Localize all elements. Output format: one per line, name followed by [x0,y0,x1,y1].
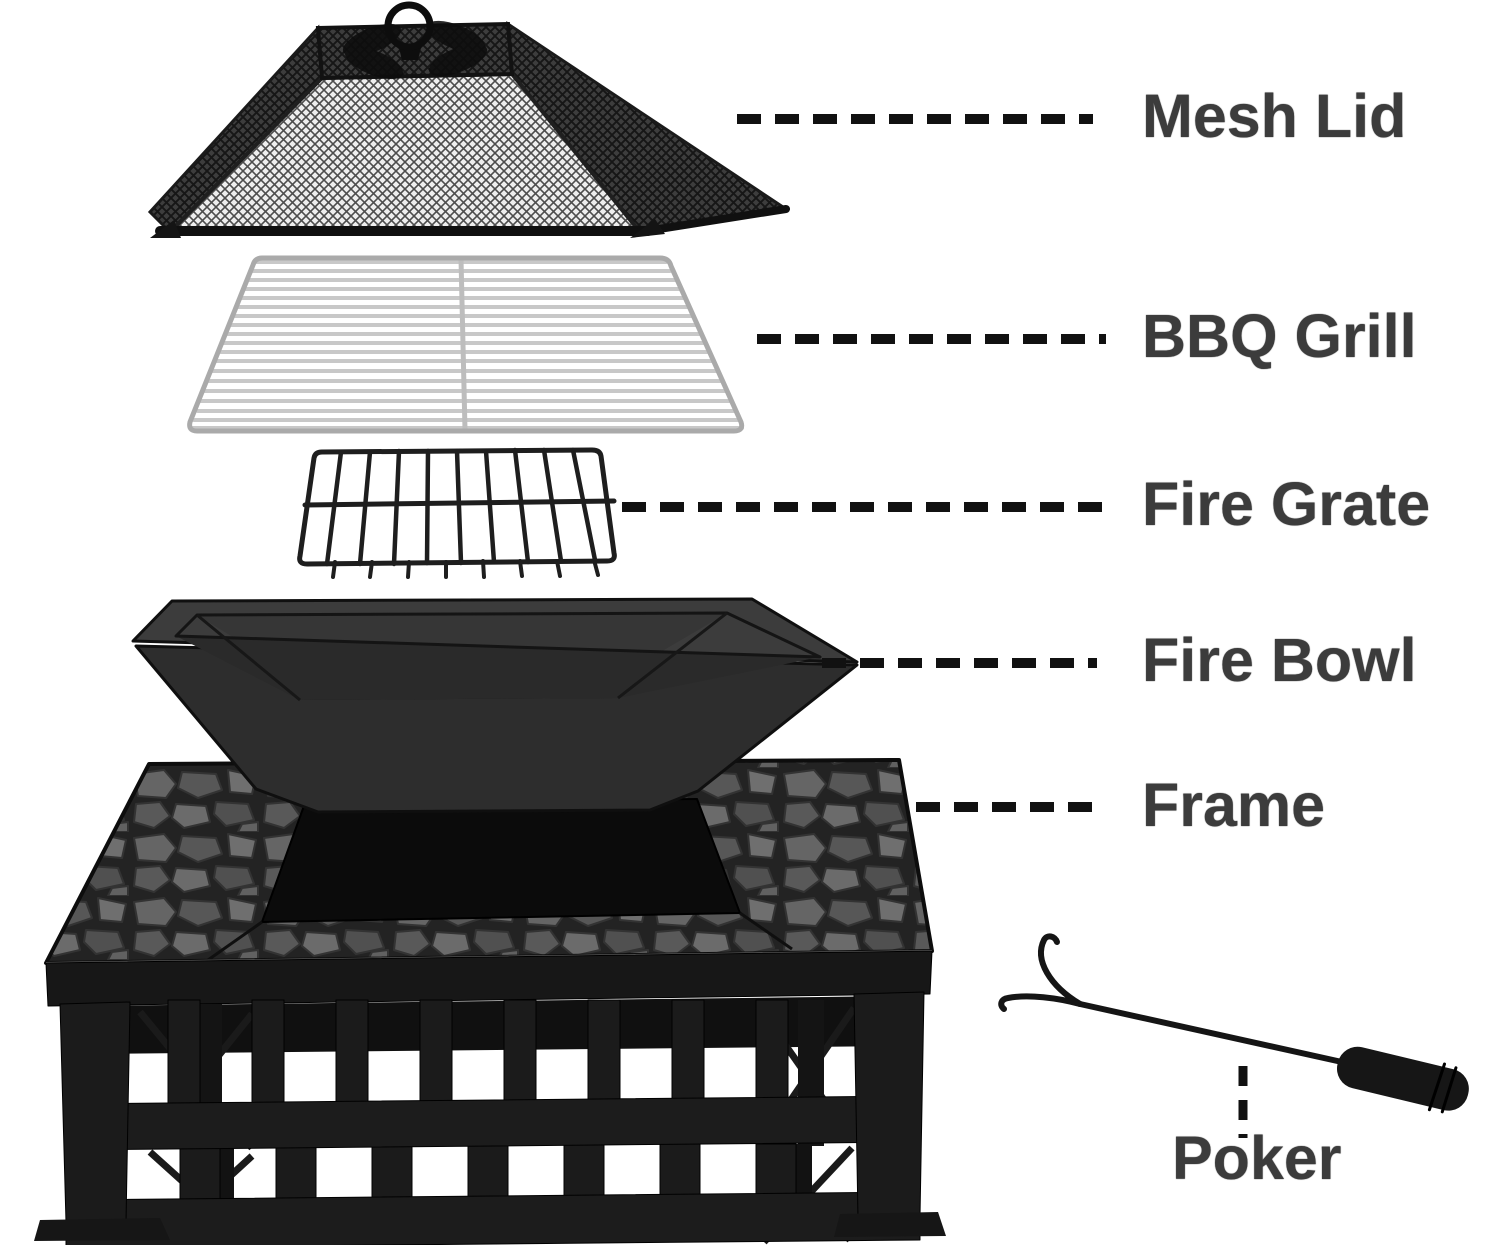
lid-ring-handle [384,1,434,60]
poker-illustration [998,933,1469,1114]
mesh-lid-illustration [147,1,791,238]
fire-bowl-illustration [131,597,859,814]
poker-handle [1336,1046,1469,1114]
label-poker: Poker [1172,1124,1342,1192]
frame-illustration [34,758,946,1245]
label-mesh-lid: Mesh Lid [1142,82,1407,150]
label-fire-bowl: Fire Bowl [1142,626,1417,694]
label-frame: Frame [1142,771,1326,839]
bbq-grill-illustration [187,255,745,434]
label-bbq-grill: BBQ Grill [1142,302,1417,370]
fire-grate-illustration [297,447,617,579]
label-fire-grate: Fire Grate [1142,470,1431,538]
